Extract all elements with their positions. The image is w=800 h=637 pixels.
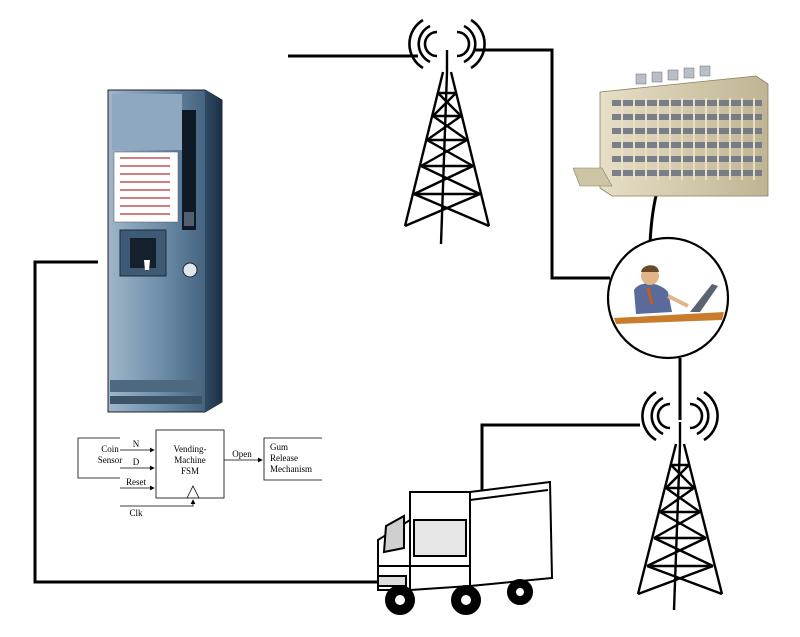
input-d-label: D <box>133 457 140 467</box>
gum-release-box <box>263 437 322 481</box>
vending-machine-icon <box>107 89 223 413</box>
wire-tower-to-operator <box>475 48 610 280</box>
radio-tower-icon <box>636 390 724 611</box>
fsm-box <box>155 429 225 499</box>
coin-sensor-label-line2: Sensor <box>98 455 123 465</box>
delivery-truck-icon <box>377 480 554 615</box>
fsm-label-line2: Machine <box>174 455 206 465</box>
wire-machine-to-truck <box>33 260 390 584</box>
gum-label-line3: Mechanism <box>270 464 312 474</box>
output-open-label: Open <box>232 449 252 459</box>
clock-label: Clk <box>129 508 143 518</box>
office-building-icon <box>572 65 769 197</box>
input-reset-label: Reset <box>126 477 146 487</box>
fsm-label-line1: Vending- <box>174 444 207 454</box>
wire-tower-to-truck <box>480 423 640 510</box>
fsm-block-diagram: Coin Sensor Vending- Machine FSM N D Res… <box>77 429 322 518</box>
fsm-label-line3: FSM <box>181 466 199 476</box>
operator-at-laptop-icon <box>606 236 730 360</box>
gum-label-line2: Release <box>270 453 298 463</box>
coin-sensor-box <box>77 437 120 479</box>
radio-tower-icon <box>403 18 491 245</box>
radio-tower-bottom <box>636 390 724 611</box>
input-n-label: N <box>133 439 140 449</box>
coin-sensor-label-line1: Coin <box>101 444 119 454</box>
radio-tower-top <box>403 18 491 245</box>
gum-label-line1: Gum <box>270 442 288 452</box>
